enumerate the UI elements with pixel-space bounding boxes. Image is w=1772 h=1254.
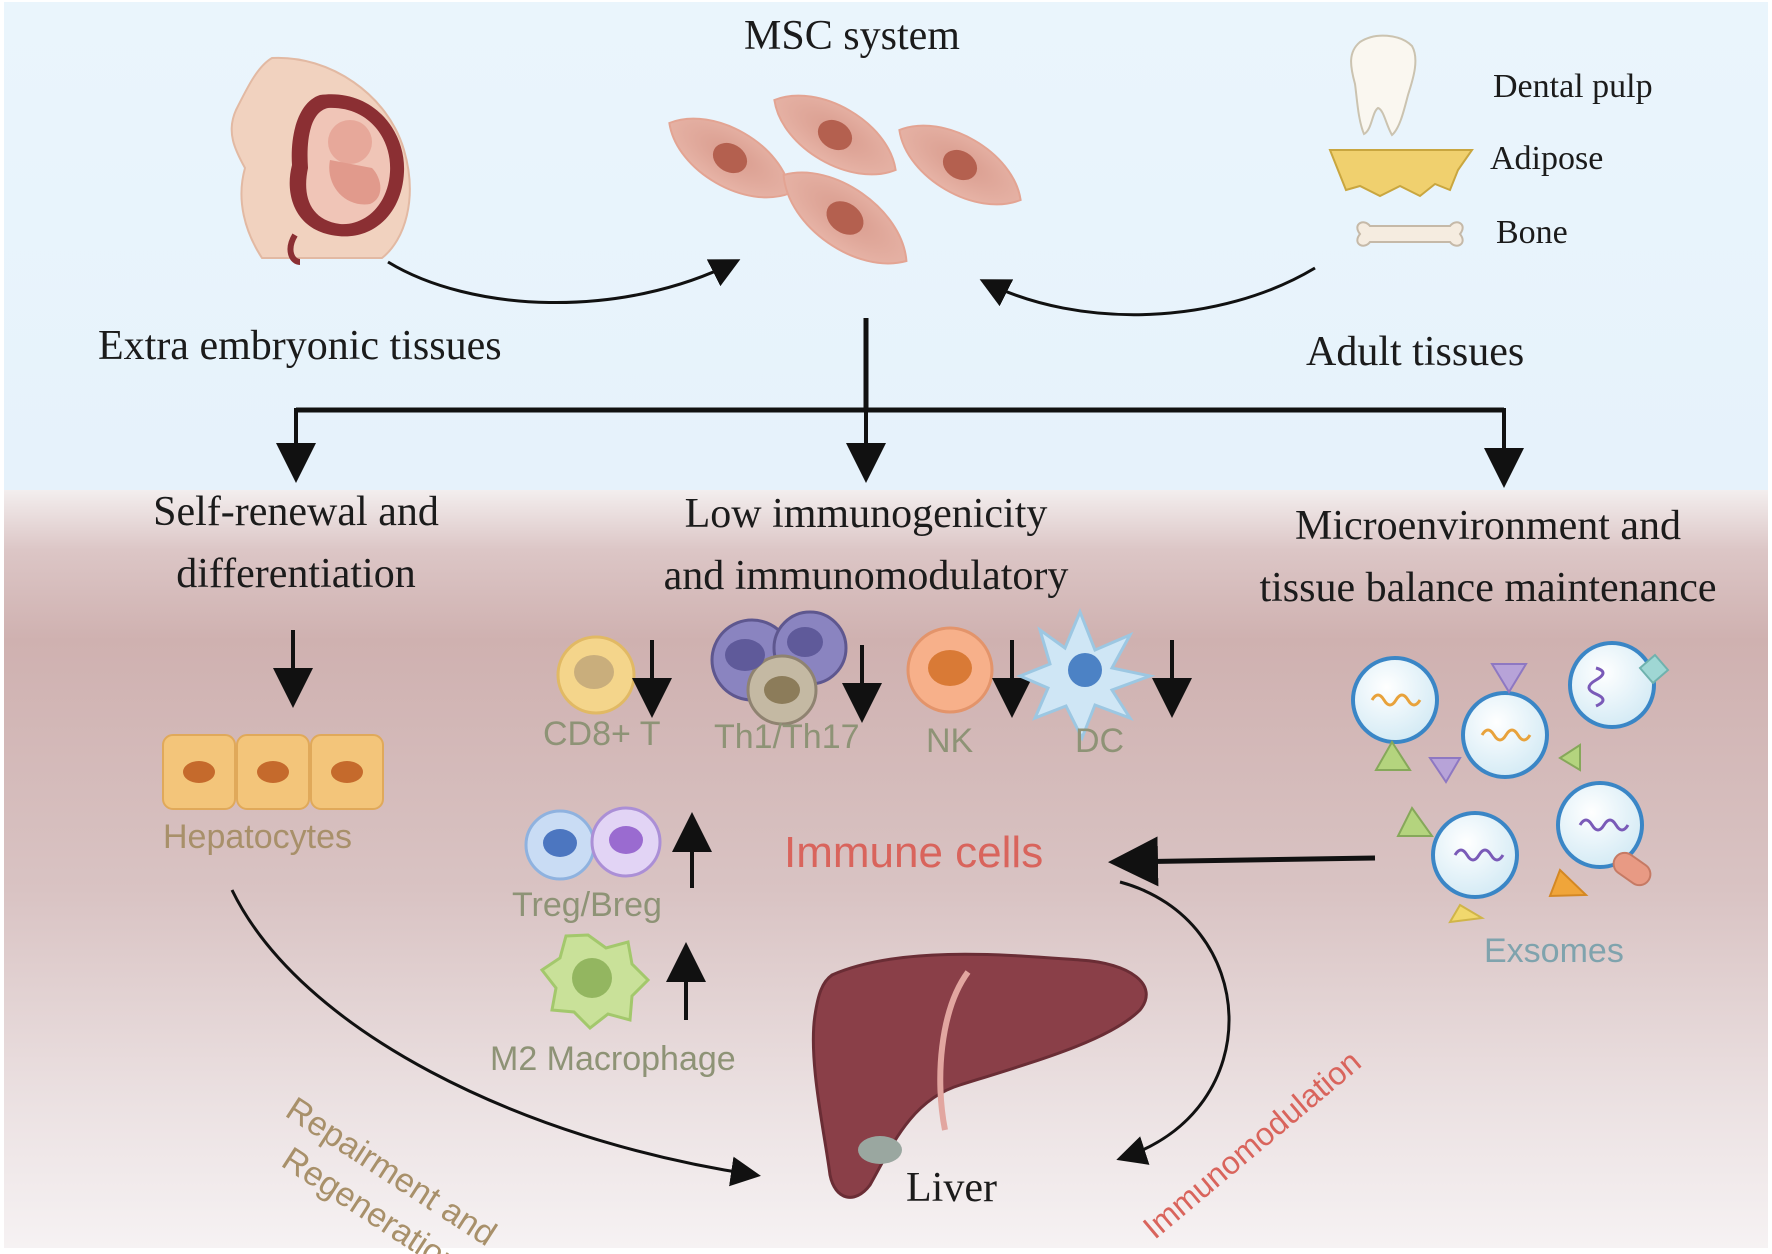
property-microenvironment-line2: tissue balance maintenance — [1259, 565, 1717, 611]
property-immunomodulatory-line1: Low immunogenicity — [684, 491, 1048, 537]
liver-illustration — [811, 952, 1148, 1199]
th1-th17-label: Th1/Th17 — [714, 718, 860, 756]
page-title: MSC system — [744, 13, 960, 59]
immune-cells-label: Immune cells — [784, 828, 1044, 877]
cd8-t-cell-icon — [556, 635, 636, 715]
property-self-renewal-line1: Self-renewal and — [153, 489, 439, 535]
adult-tissues-arrow — [979, 266, 1316, 317]
treg-breg-cell-icon — [524, 806, 662, 881]
immunomodulation-arrow — [1116, 880, 1231, 1165]
adult-tissues-label: Adult tissues — [1306, 329, 1525, 375]
cd8-t-label: CD8+ T — [543, 715, 661, 753]
property-microenvironment-line1: Microenvironment and — [1294, 503, 1682, 549]
dental-pulp-label: Dental pulp — [1493, 68, 1653, 105]
m2-macrophage-label: M2 Macrophage — [490, 1040, 736, 1078]
bone-label: Bone — [1496, 214, 1568, 251]
treg-breg-label: Treg/Breg — [512, 886, 662, 924]
bone-icon — [1356, 221, 1464, 247]
hepatocytes-illustration — [162, 734, 384, 810]
dc-label: DC — [1075, 722, 1125, 760]
extra-embryonic-label: Extra embryonic tissues — [98, 323, 502, 369]
pregnancy-illustration — [230, 56, 411, 265]
liver-label: Liver — [906, 1165, 997, 1211]
dc-cell-icon — [1016, 608, 1156, 742]
msc-cells — [668, 94, 1022, 265]
repair-arrow — [230, 889, 761, 1187]
adipose-icon — [1328, 149, 1474, 198]
branch-connector — [276, 318, 1524, 488]
nk-label: NK — [926, 722, 974, 760]
th1-th17-cell-icon — [710, 610, 848, 726]
exosomes-illustration — [1351, 641, 1670, 924]
exosomes-to-immune-arrow — [1108, 836, 1376, 887]
property-immunomodulatory-line2: and immunomodulatory — [663, 553, 1069, 599]
exosomes-label: Exsomes — [1484, 932, 1624, 970]
extra-embryonic-arrow — [387, 259, 741, 304]
m2-macrophage-icon — [539, 933, 651, 1030]
hepatocytes-label: Hepatocytes — [163, 818, 352, 856]
property-self-renewal-line2: differentiation — [176, 551, 416, 597]
tooth-icon — [1350, 34, 1417, 137]
adipose-label: Adipose — [1490, 140, 1604, 177]
nk-cell-icon — [906, 626, 994, 714]
